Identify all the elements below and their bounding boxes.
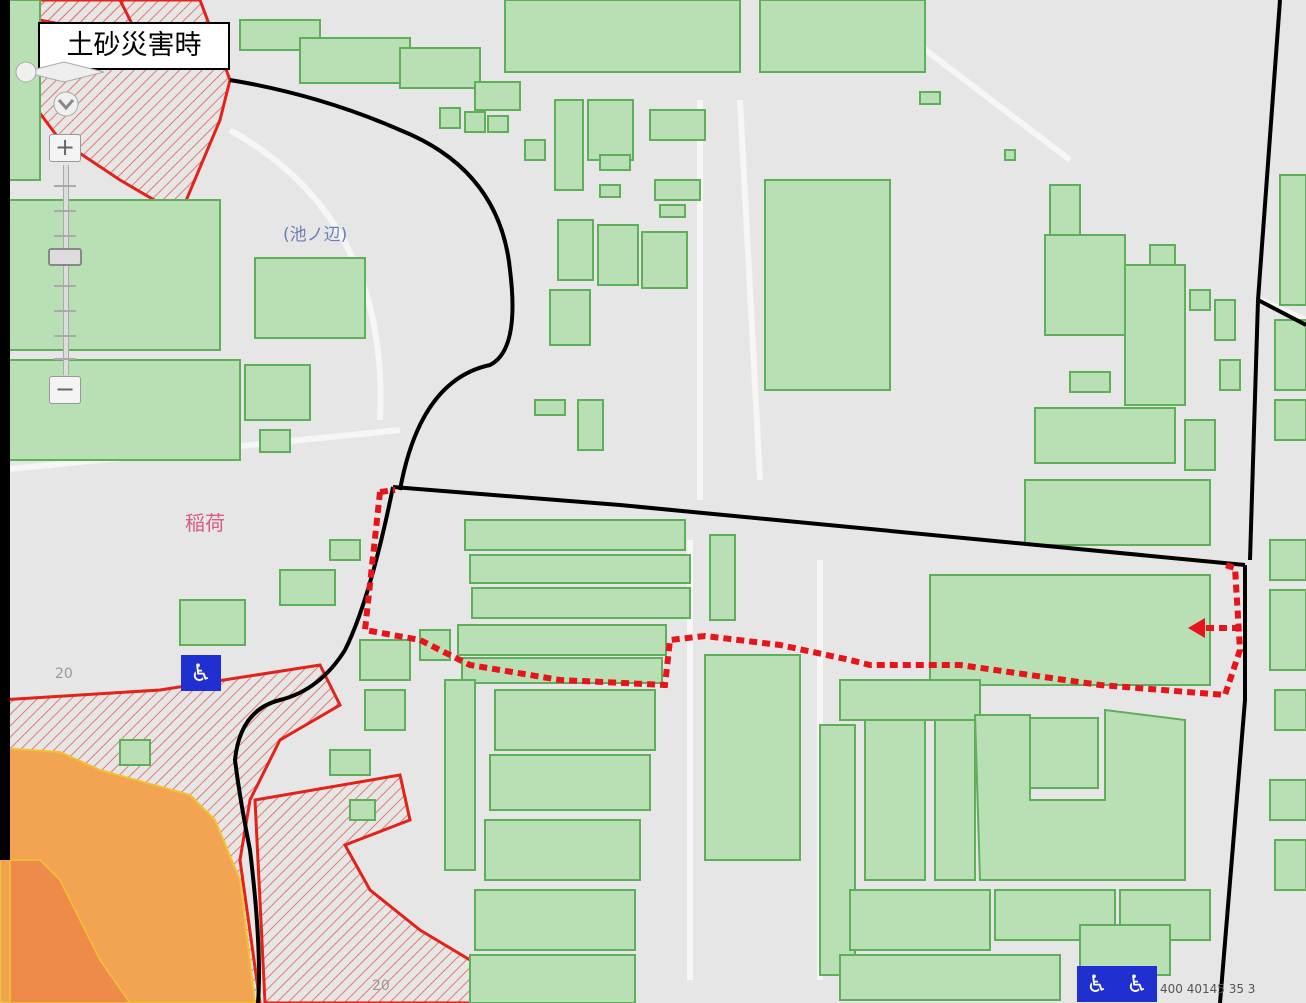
zoom-tick: [54, 210, 76, 212]
map-title: 土砂災害時: [38, 22, 230, 70]
zoom-tick: [54, 285, 76, 287]
zoom-tick: [54, 185, 76, 187]
route-arrow: [1188, 618, 1205, 638]
zoom-tick: [54, 358, 76, 360]
zoom-tick: [54, 235, 76, 237]
wheelchair-icon[interactable]: ♿: [1117, 966, 1157, 1002]
place-label-inari: 稲荷: [185, 511, 225, 535]
hazard-zone-bottomleft: [0, 663, 497, 1003]
zoom-out-button[interactable]: −: [49, 376, 81, 404]
wheelchair-icon[interactable]: ♿: [181, 655, 221, 691]
zoom-in-button[interactable]: +: [49, 134, 81, 162]
zoom-slider-thumb[interactable]: [48, 248, 82, 266]
elevation-label: 20: [372, 978, 390, 994]
zoom-tick: [54, 310, 76, 312]
zoom-tick: [54, 335, 76, 337]
scale-readout: 400 40145 35 3: [1160, 982, 1256, 996]
elevation-label: 20: [55, 666, 73, 682]
left-frame-bar: [0, 0, 10, 860]
boundary-roads: [229, 0, 1306, 1003]
pan-control[interactable]: [14, 52, 114, 122]
wheelchair-icon[interactable]: ♿: [1077, 966, 1117, 1002]
zoom-slider-track[interactable]: [63, 165, 69, 375]
evacuation-route: [361, 487, 1244, 699]
place-label-ikenobe: (池ノ辺): [283, 225, 347, 245]
